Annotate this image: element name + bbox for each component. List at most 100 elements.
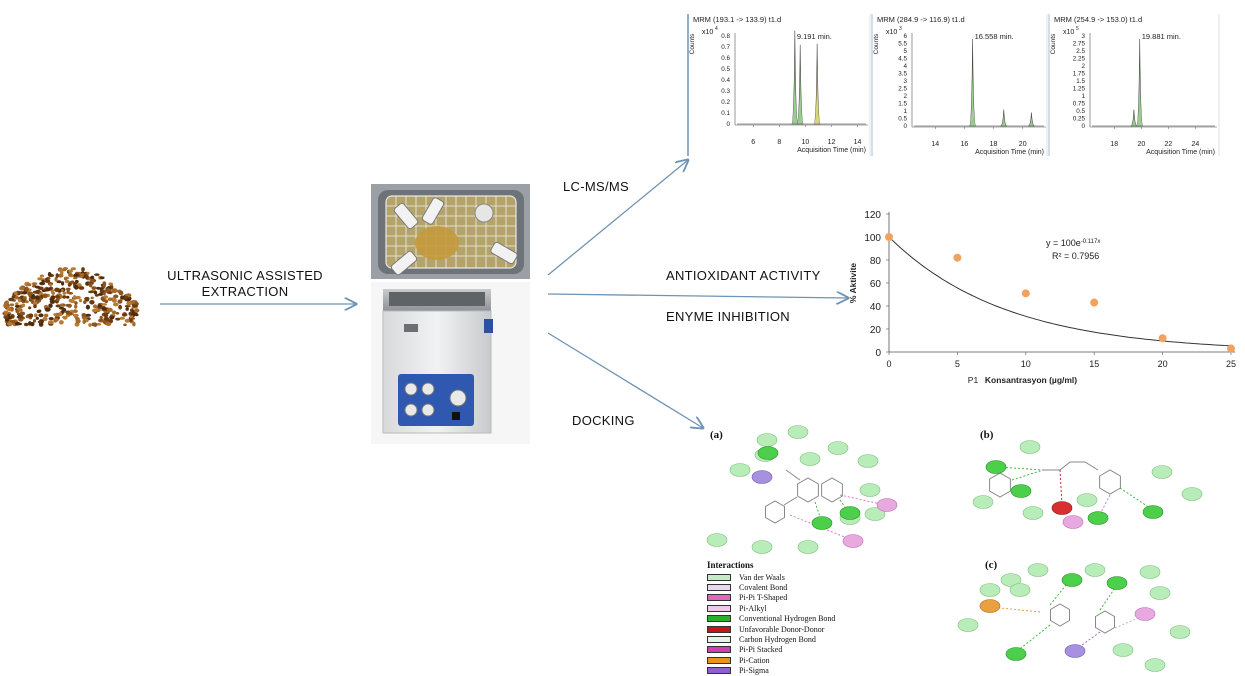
- seed: [9, 303, 15, 307]
- legend-label: Covalent Bond: [739, 583, 788, 593]
- seed: [68, 272, 73, 277]
- residue-node: [979, 599, 1001, 613]
- seed: [14, 321, 21, 326]
- enzyme-inhibition-label: ENYME INHIBITION: [666, 309, 790, 324]
- y-tick-label: 0.5: [1076, 108, 1085, 115]
- y-tick-label: 0.6: [721, 55, 730, 62]
- seed: [14, 304, 20, 308]
- seed: [74, 304, 78, 309]
- lcms-label: LC-MS/MS: [563, 179, 629, 194]
- residue-node: [1000, 573, 1022, 587]
- seed: [85, 304, 90, 310]
- seed: [109, 315, 115, 320]
- y-tick-label: 0.2: [721, 99, 730, 106]
- y-tick-label: 4: [903, 63, 907, 70]
- legend-item: Pi-Alkyl: [707, 603, 927, 613]
- y-tick-label: 0.8: [721, 33, 730, 40]
- seed: [21, 303, 26, 308]
- seed: [54, 287, 60, 292]
- seed: [48, 317, 54, 321]
- y-tick-label: 1.5: [898, 101, 907, 108]
- seed: [72, 295, 77, 300]
- trendline-equation: y = 100e-0.117x: [1046, 238, 1100, 248]
- seed: [67, 282, 72, 287]
- seed: [68, 269, 73, 273]
- seed: [94, 273, 100, 277]
- legend-item: Conventional Hydrogen Bond: [707, 614, 927, 624]
- seed: [62, 295, 67, 299]
- residue-node: [827, 441, 849, 455]
- residue-node: [1062, 515, 1084, 529]
- legend-item: Pi-Pi T-Shaped: [707, 593, 927, 603]
- seed: [117, 299, 123, 304]
- chromatogram-ylabel: Counts: [1050, 33, 1057, 54]
- chromatogram-yscale: x10: [702, 29, 713, 36]
- chromatogram-peak: [796, 44, 804, 125]
- chart-y-tick-label: 40: [870, 302, 882, 313]
- chromatogram-title: MRM (193.1 -> 133.9) t1.d: [693, 15, 781, 24]
- seed: [41, 289, 47, 292]
- chart-y-tick-label: 120: [864, 210, 881, 221]
- seed: [115, 317, 121, 321]
- legend-swatch: [707, 625, 731, 633]
- seed: [62, 308, 67, 312]
- ultrasonic-extraction-label: ULTRASONIC ASSISTED EXTRACTION: [167, 268, 323, 299]
- seed: [92, 304, 98, 309]
- legend-swatch: [707, 667, 731, 675]
- y-tick-label: 4.5: [898, 56, 907, 63]
- seed: [24, 322, 29, 327]
- residue-node: [797, 540, 819, 554]
- seed: [58, 312, 63, 317]
- seed: [17, 298, 22, 303]
- seed: [48, 320, 54, 325]
- seed: [64, 279, 70, 284]
- seed: [89, 300, 95, 305]
- seed: [41, 279, 45, 284]
- seed: [88, 283, 93, 288]
- x-tick-label: 24: [1191, 141, 1199, 148]
- seed: [102, 284, 106, 288]
- y-tick-label: 0: [903, 123, 907, 130]
- seed: [94, 293, 99, 297]
- seed: [22, 297, 27, 300]
- ligand-ring: [1095, 610, 1115, 634]
- ligand-bond: [785, 469, 801, 481]
- seed: [35, 316, 39, 320]
- seed: [4, 300, 9, 305]
- seed: [40, 294, 44, 299]
- seed: [126, 301, 132, 306]
- seed: [131, 300, 136, 304]
- chart-data-point: [1227, 344, 1235, 353]
- interaction-line: [997, 466, 1044, 471]
- residue-node: [1084, 563, 1106, 577]
- seed: [107, 307, 113, 313]
- seed: [123, 323, 127, 327]
- legend-swatch: [707, 573, 731, 581]
- interaction-line: [1049, 579, 1071, 606]
- x-tick-label: 8: [777, 139, 781, 146]
- legend-swatch: [707, 656, 731, 664]
- x-tick-label: 14: [854, 139, 862, 146]
- seed: [62, 267, 67, 272]
- residue-node: [1010, 484, 1032, 498]
- panel-b-label: (b): [980, 429, 994, 441]
- legend-label: Conventional Hydrogen Bond: [739, 614, 836, 624]
- residue-node: [1169, 625, 1191, 639]
- seed: [53, 317, 60, 322]
- seed: [81, 316, 88, 320]
- residue-node: [1139, 565, 1161, 579]
- seed: [103, 316, 110, 321]
- legend-label: Pi-Sigma: [739, 666, 769, 676]
- antioxidant-label: ANTIOXIDANT ACTIVITY: [666, 268, 821, 283]
- seed: [111, 298, 117, 303]
- seed: [13, 291, 18, 296]
- seed: [102, 292, 106, 296]
- legend-item: Pi-Sigma: [707, 666, 927, 676]
- legend-swatch: [707, 636, 731, 644]
- chromatogram-ylabel: Counts: [689, 33, 696, 54]
- legend-label: Pi-Pi Stacked: [739, 645, 783, 655]
- chart-data-point: [1158, 334, 1167, 343]
- seed: [27, 283, 32, 287]
- seed: [88, 323, 92, 327]
